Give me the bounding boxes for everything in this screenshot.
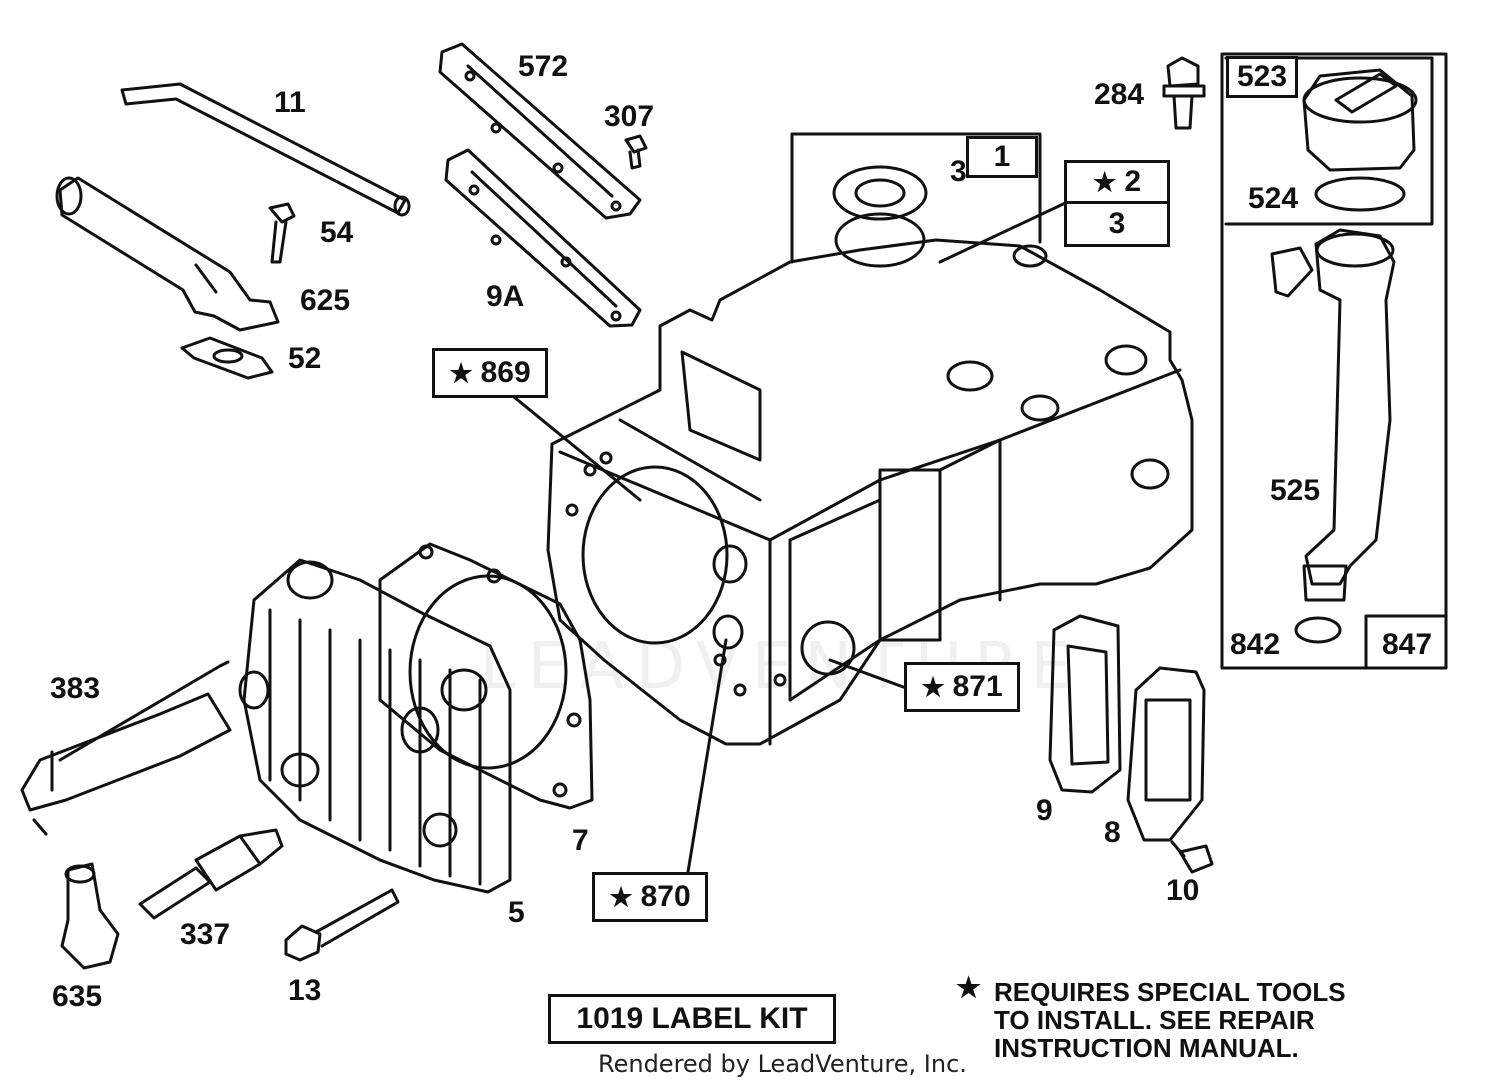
part-label-1: 1 [993, 140, 1011, 173]
part-label-52: 52 [288, 342, 322, 375]
star-icon: ★ [956, 972, 982, 1003]
part-label-2: 2 [1124, 165, 1141, 198]
screw-part-10 [1170, 840, 1214, 874]
part-label-847: 847 [1382, 628, 1433, 661]
gasket-part-52 [180, 336, 274, 380]
part-label-871: 871 [952, 670, 1003, 703]
dipstick-tube-part-525 [1270, 228, 1396, 602]
cover-part-8 [1126, 666, 1206, 842]
part-label-54: 54 [320, 216, 354, 249]
part-label-869: 869 [480, 356, 531, 389]
part-label-284: 284 [1094, 78, 1145, 111]
part-box-1: 1 [966, 136, 1038, 178]
part-label-13: 13 [288, 974, 322, 1007]
bracket-part-383 [20, 660, 232, 836]
part-label-10: 10 [1166, 874, 1200, 907]
seal-part-3 [832, 165, 928, 221]
screw-part-307 [624, 134, 648, 170]
engine-block [546, 212, 1194, 746]
part-label-870: 870 [640, 880, 691, 913]
dipstick-group-box [1220, 52, 1448, 670]
part-box-871: ★ 871 [904, 662, 1020, 712]
gasket-part-572 [438, 42, 642, 220]
part-box-523: 523 [1226, 56, 1298, 98]
part-label-5: 5 [508, 896, 525, 929]
cylinder-head-part-5 [238, 558, 512, 894]
star-icon: ★ [1093, 166, 1117, 197]
star-icon: ★ [449, 357, 473, 388]
gasket-part-9a [444, 148, 642, 328]
gasket-part-7 [378, 542, 594, 810]
bolt-part-54 [268, 202, 296, 264]
ring-part-842 [1294, 616, 1342, 644]
bolt-part-13 [284, 888, 400, 962]
o-ring-part-524 [1314, 176, 1406, 212]
star-icon: ★ [609, 881, 633, 912]
part-label-9a: 9A [486, 280, 525, 313]
kit-box-outline [790, 132, 1042, 244]
tube-part-11 [120, 82, 411, 217]
part-box-3: 3 [1064, 201, 1170, 247]
part-label-307: 307 [604, 100, 655, 133]
part-label-3-kit: 3 [1108, 207, 1126, 240]
part-label-625: 625 [300, 284, 351, 317]
spark-plug-part-337 [138, 828, 284, 920]
rendered-by-footer: Rendered by LeadVenture, Inc. [598, 1050, 967, 1078]
part-label-842: 842 [1230, 628, 1281, 661]
boot-part-635 [60, 862, 120, 970]
part-box-870: ★ 870 [592, 872, 708, 922]
bolt-part-284 [1162, 56, 1206, 130]
part-label-337: 337 [180, 918, 231, 951]
part-label-524: 524 [1248, 182, 1299, 215]
part-label-523: 523 [1236, 60, 1288, 93]
leader-871 [828, 658, 908, 690]
note-line-3: INSTRUCTION MANUAL. [994, 1033, 1299, 1063]
part-label-8: 8 [1104, 816, 1121, 849]
part-label-3-seal: 3 [950, 155, 967, 188]
part-box-2: ★ 2 [1064, 160, 1170, 204]
part-label-9: 9 [1036, 794, 1053, 827]
part-label-383: 383 [50, 672, 101, 705]
gasket-part-9 [1048, 614, 1122, 794]
label-kit-box: 1019 LABEL KIT [548, 994, 836, 1044]
elbow-part-625 [55, 176, 280, 332]
label-kit-text: 1019 LABEL KIT [576, 1002, 808, 1035]
note-line-1: REQUIRES SPECIAL TOOLS [994, 977, 1346, 1007]
part-label-525: 525 [1270, 474, 1321, 507]
leader-870 [686, 638, 728, 874]
part-label-635: 635 [52, 980, 103, 1013]
part-box-869: ★ 869 [432, 348, 548, 398]
part-label-11: 11 [274, 86, 306, 119]
leader-869 [506, 390, 642, 502]
star-icon: ★ [921, 671, 945, 702]
part-label-7: 7 [572, 824, 589, 857]
part-label-572: 572 [518, 50, 569, 83]
note-line-2: TO INSTALL. SEE REPAIR [994, 1005, 1315, 1035]
dipstick-cap-part-523 [1302, 68, 1418, 172]
